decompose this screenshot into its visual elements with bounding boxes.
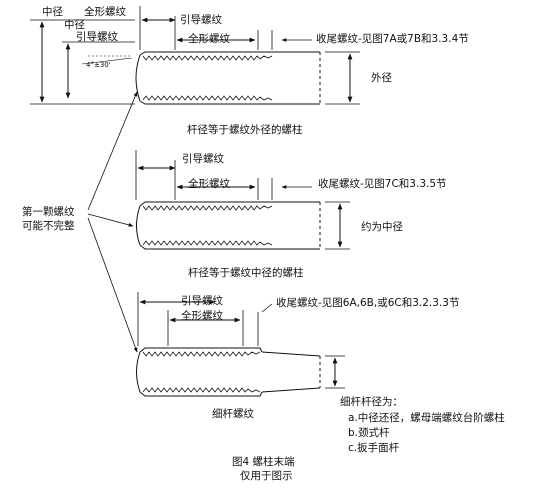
top-full-form-top-label: 全形螺纹	[188, 33, 230, 45]
top-lead-thread-label: 引导螺纹	[180, 14, 222, 26]
top-bolt-tip	[135, 54, 141, 102]
figure-caption-line2: 仅用于图示	[240, 470, 293, 482]
top-lead-thread-left-label: 引导螺纹	[76, 31, 118, 43]
top-bolt-bottom-edge	[139, 100, 320, 105]
figure-caption-line1: 图4 螺柱末端	[232, 456, 295, 468]
middle-approx-pitch-label: 约为中径	[361, 221, 403, 233]
top-bolt-caption: 杆径等于螺纹外径的螺柱	[187, 124, 303, 136]
middle-runout-label: 收尾螺纹-见图7C和3.3.5节	[318, 178, 447, 190]
top-bolt-top-edge	[139, 51, 320, 56]
reduced-shank-option-c: c.扳手面杆	[348, 442, 400, 454]
top-bolt-thread-bottom	[142, 95, 273, 101]
top-runout-label: 收尾螺纹-见图7A或7B和3.3.4节	[316, 33, 469, 45]
top-pitch-diameter-label: 中径	[64, 19, 85, 31]
middle-full-form-label: 全形螺纹	[188, 178, 230, 190]
bottom-bolt	[136, 292, 345, 397]
reduced-shank-option-b: b.颈式杆	[348, 427, 390, 439]
bottom-runout-label: 收尾螺纹-见图6A,6B,或6C和3.2.3.3节	[276, 297, 460, 309]
middle-bolt	[135, 150, 350, 250]
reduced-shank-option-a: a.中径还径，螺母端螺纹台阶螺柱	[348, 412, 505, 424]
middle-lead-thread-label: 引导螺纹	[182, 153, 224, 165]
first-thread-note-line1: 第一颗螺纹	[22, 206, 75, 218]
first-thread-leaders	[87, 91, 138, 353]
top-bolt	[30, 6, 360, 105]
top-outer-diameter-label: 外径	[371, 72, 392, 84]
middle-bolt-caption: 杆径等于螺纹中径的螺柱	[188, 267, 304, 279]
top-bolt-thread-top	[142, 55, 273, 61]
first-thread-note-line2: 可能不完整	[22, 220, 75, 232]
top-angle-label: 4°±30'	[86, 61, 111, 69]
bottom-full-form-label: 全形螺纹	[181, 310, 223, 322]
top-major-diameter-label: 中径	[42, 6, 63, 18]
bottom-bolt-caption: 细杆螺纹	[212, 408, 254, 420]
reduced-shank-title: 细杆杆径为：	[340, 396, 403, 408]
top-full-form-label: 全形螺纹	[84, 6, 126, 18]
bottom-lead-thread-label: 引导螺纹	[181, 295, 223, 307]
